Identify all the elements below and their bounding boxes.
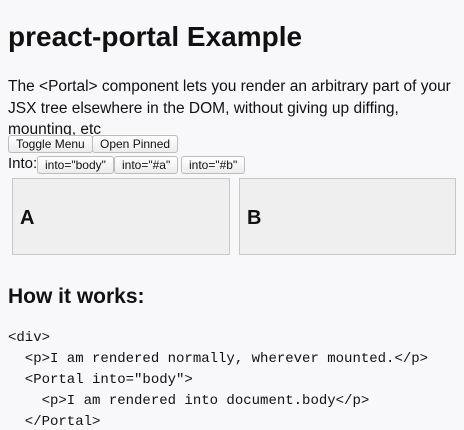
code-line: <div>	[8, 330, 51, 346]
open-pinned-button[interactable]: Open Pinned	[92, 135, 179, 153]
into-b-button[interactable]: into="#b"	[181, 156, 246, 174]
portal-target-a: A	[12, 178, 230, 255]
how-it-works-heading: How it works:	[8, 285, 145, 308]
code-example: <div> <p>I am rendered normally, whereve…	[8, 328, 428, 430]
code-line: <p>I am rendered normally, wherever moun…	[8, 351, 429, 367]
into-label: Into:	[8, 155, 38, 172]
portal-target-a-label: A	[20, 207, 35, 229]
portal-target-b-label: B	[247, 207, 262, 229]
code-line: <Portal into="body">	[8, 372, 193, 388]
into-a-button[interactable]: into="#a"	[114, 156, 179, 174]
portal-target-b: B	[239, 178, 456, 255]
into-body-button[interactable]: into="body"	[37, 156, 114, 174]
code-line: </Portal>	[8, 414, 101, 430]
page-title: preact-portal Example	[8, 21, 303, 52]
code-line: <p>I am rendered into document.body</p>	[8, 393, 370, 409]
intro-paragraph: The <Portal> component lets you render a…	[8, 78, 451, 138]
toggle-menu-button[interactable]: Toggle Menu	[8, 135, 93, 153]
